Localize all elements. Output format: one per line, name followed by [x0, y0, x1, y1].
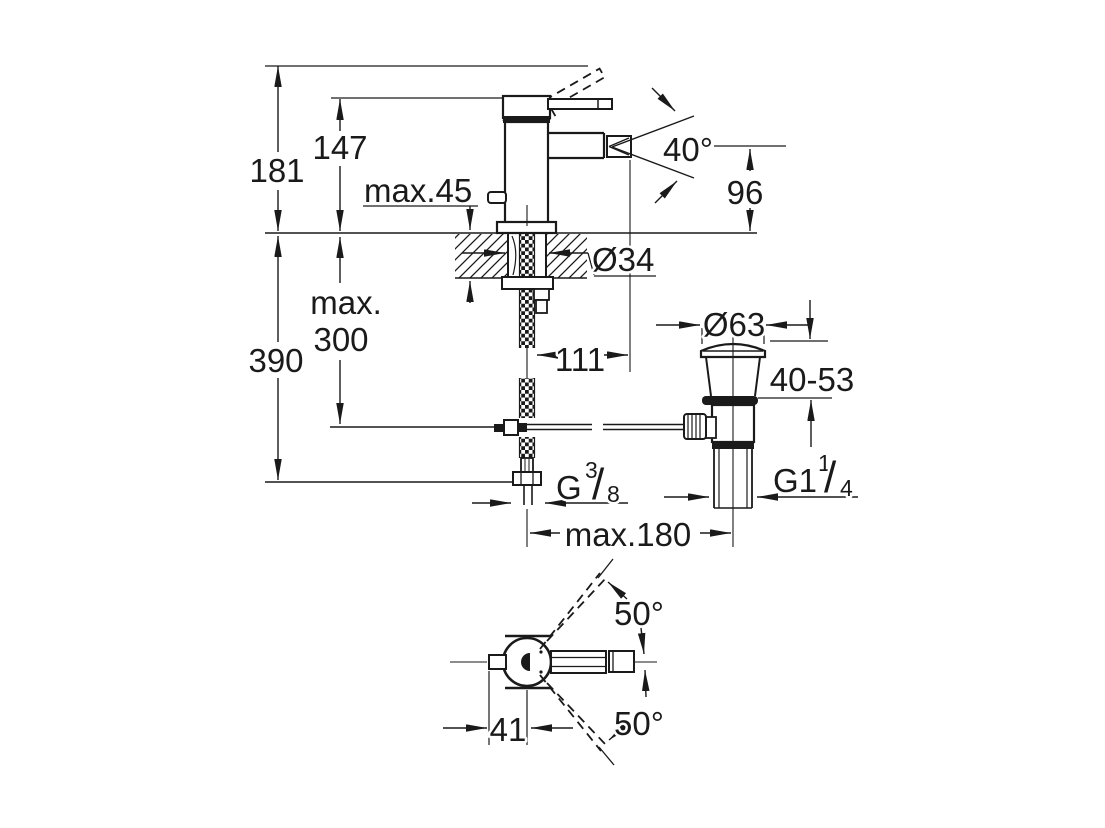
- rod-pin-plan: [488, 654, 507, 670]
- dim-hose-length-label-1: max.: [310, 284, 382, 321]
- dim-body-height-label: 147: [312, 129, 367, 166]
- side-elevation-view: [265, 67, 767, 547]
- supply-thread-slash: /: [592, 460, 605, 509]
- waste-thread-sub: 4: [840, 475, 853, 501]
- supply-thread-sup: 3: [585, 457, 598, 483]
- dim-outlet-height-label: 96: [727, 174, 764, 211]
- dim-hole-diameter-label: Ø34: [592, 241, 654, 278]
- dim-deck-thickness-label: max.45: [364, 172, 472, 209]
- waste-thread-sup: 1: [818, 450, 831, 476]
- waste-assembly: [683, 332, 767, 547]
- waste-thread-base: G1: [773, 462, 817, 499]
- dim-overall-height-below-label: 390: [248, 342, 303, 379]
- dim-swivel-lower-label: 50°: [614, 705, 664, 742]
- supply-thread-label: G 3 / 8: [554, 455, 623, 512]
- waste-flange: [702, 396, 758, 405]
- hex-nut: [512, 471, 542, 486]
- deck-cross-section: [265, 232, 757, 279]
- locknut: [501, 276, 554, 290]
- handle-lever: [547, 98, 613, 110]
- dim-total-height-label: 181: [249, 152, 304, 189]
- waste-thread-label: G1 1 / 4: [771, 448, 856, 505]
- tailpiece: [713, 449, 753, 508]
- dim-hose-length-label-2: 300: [313, 321, 368, 358]
- dim-rod-reach-label: max.180: [565, 516, 692, 553]
- pop-up-rod: [494, 419, 686, 436]
- inlet-plan: [521, 653, 530, 671]
- handle-swivel-range: [539, 558, 615, 766]
- rod-knob: [683, 413, 717, 440]
- hose-end-fitting: [512, 457, 542, 505]
- dim-spout-reach-label: 111: [555, 341, 605, 378]
- dim-swivel-upper-label: 50°: [614, 595, 664, 632]
- dimension-annotations: 181 147 max.45 40° 96 Ø34 max. 300 390: [246, 65, 858, 751]
- dim-spray-angle-label: 40°: [663, 131, 713, 168]
- supply-thread-base: G: [556, 469, 582, 506]
- spout-plan: [550, 650, 635, 674]
- pop-up-knob: [487, 191, 507, 204]
- waste-thread-slash: /: [824, 453, 837, 502]
- supply-thread-sub: 8: [607, 481, 620, 507]
- dim-handle-offset-label: 41: [490, 711, 527, 748]
- cartridge-band: [503, 116, 550, 123]
- dim-waste-height-range-label: 40-53: [770, 361, 854, 398]
- plan-view: [450, 558, 657, 766]
- spout: [548, 131, 632, 160]
- dim-waste-diameter-label: Ø63: [703, 306, 765, 343]
